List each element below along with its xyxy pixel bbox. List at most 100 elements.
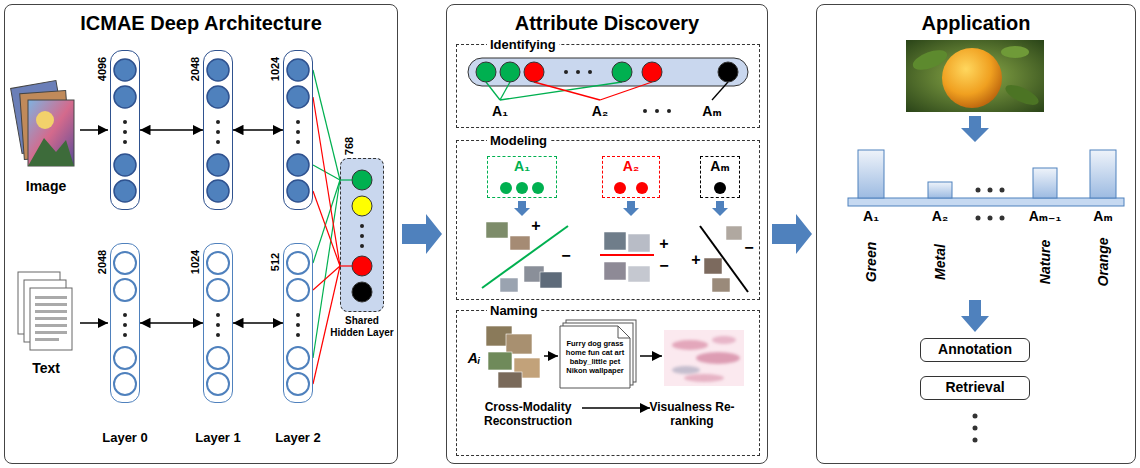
attribute-bar-chart xyxy=(858,150,884,198)
unit-link xyxy=(313,266,340,290)
image-unit xyxy=(207,180,229,202)
down-arrow xyxy=(961,116,989,332)
word-cloud xyxy=(664,330,744,386)
text-stack xyxy=(35,317,67,320)
attribute-bar-chart xyxy=(1000,188,1005,193)
down-arrow xyxy=(961,300,989,332)
text-stack xyxy=(30,288,72,350)
attribute-label: A₁ xyxy=(492,103,508,119)
orange-photo xyxy=(906,40,1044,112)
text-unit xyxy=(114,252,309,395)
image-cluster xyxy=(486,326,540,388)
text-unit xyxy=(207,347,229,369)
image-unit xyxy=(207,86,229,108)
down-arrow xyxy=(712,201,728,216)
attribute-unit xyxy=(714,182,726,194)
unit-link xyxy=(313,191,340,266)
attribute-bar-chart xyxy=(1090,150,1116,198)
section-heading: Identifying xyxy=(487,37,559,52)
image-layer: 2048 xyxy=(203,50,233,210)
image-unit xyxy=(287,154,309,176)
shared-layer: 768Shared Hidden Layer xyxy=(340,158,384,312)
attribute-bar-chart xyxy=(1000,216,1005,221)
image-layer: 1024 xyxy=(283,50,313,210)
text-layer: 1024 xyxy=(203,243,233,403)
text-stack xyxy=(35,303,67,306)
shared-layer-fill xyxy=(360,224,364,228)
image-unit xyxy=(207,154,229,176)
layer-size: 1024 xyxy=(269,57,282,81)
attribute-bar-chart xyxy=(848,150,1124,221)
word-cloud xyxy=(712,336,736,344)
classifier-thumbnails xyxy=(604,262,626,280)
shared-layer-fill xyxy=(340,158,384,312)
flow-arrow xyxy=(582,407,650,409)
panel-title: ICMAE Deep Architecture xyxy=(5,11,397,35)
modality-label: Text xyxy=(32,360,60,376)
orange-photo xyxy=(1003,81,1042,109)
layer-link xyxy=(233,129,283,131)
image-layer: 4096 xyxy=(110,50,140,210)
input-arrow xyxy=(80,322,108,324)
unit-row xyxy=(500,62,520,82)
unit-row xyxy=(642,62,662,82)
unit-row xyxy=(468,58,748,86)
image-unit xyxy=(114,180,136,202)
modality-label: Image xyxy=(26,178,66,194)
unit-row xyxy=(667,109,671,113)
step-label: Cross-Modality Reconstruction xyxy=(470,400,586,428)
image-unit xyxy=(287,59,309,81)
classifier-thumbnails xyxy=(540,272,562,288)
layer-size: 768 xyxy=(343,137,356,155)
shared-layer-fill xyxy=(352,256,372,276)
text-unit xyxy=(114,252,136,274)
attribute-label: A₂ xyxy=(603,157,659,174)
unit-link xyxy=(340,265,352,266)
ellipsis-dots xyxy=(973,426,978,431)
text-stack xyxy=(35,310,67,313)
shared-layer-fill xyxy=(352,170,372,190)
ellipsis-dots xyxy=(216,120,220,124)
text-unit xyxy=(114,347,136,369)
ellipsis-dots xyxy=(123,313,127,317)
unit-row xyxy=(524,62,544,82)
attribute-unit xyxy=(532,182,544,194)
layer-link xyxy=(140,129,203,131)
document-pages xyxy=(560,326,630,388)
layer-link xyxy=(140,322,203,324)
classifier-thumbnails xyxy=(628,266,650,282)
down-arrow xyxy=(514,201,530,216)
image-cluster xyxy=(506,334,532,354)
down-arrow xyxy=(623,201,639,216)
shared-layer-fill xyxy=(352,196,372,216)
sign-label: − xyxy=(659,258,668,274)
image-unit xyxy=(114,59,136,81)
unit-row xyxy=(643,109,647,113)
classifier-boundary xyxy=(482,226,748,292)
image-unit xyxy=(207,59,229,81)
section-heading: Modeling xyxy=(487,133,550,148)
application-box: Annotation xyxy=(920,338,1030,362)
unit-row xyxy=(600,82,652,100)
attribute-bar-chart xyxy=(976,216,981,221)
classifier-boundary xyxy=(700,226,748,292)
attribute-bar-chart xyxy=(988,188,993,193)
classifier-thumbnails xyxy=(726,226,742,240)
attribute-bar-chart xyxy=(848,198,1124,206)
word-cloud xyxy=(672,336,740,382)
flow-arrow xyxy=(640,355,662,357)
unit-row xyxy=(486,82,500,100)
attribute-name: Nature xyxy=(1037,240,1053,284)
unit-row xyxy=(500,82,622,100)
layer-label: Layer 0 xyxy=(102,430,148,445)
ellipsis-dots xyxy=(296,333,300,337)
step-box: ModelingA₁A₂Aₘ xyxy=(456,140,760,300)
application-box: Retrieval xyxy=(920,376,1030,400)
application-label: Annotation xyxy=(921,339,1029,360)
document-icon: Furry dog grass home fun cat art baby_li… xyxy=(560,326,630,388)
shared-layer-fill xyxy=(352,282,372,302)
ellipsis-dots xyxy=(216,333,220,337)
classifier-thumbnails xyxy=(628,234,650,252)
